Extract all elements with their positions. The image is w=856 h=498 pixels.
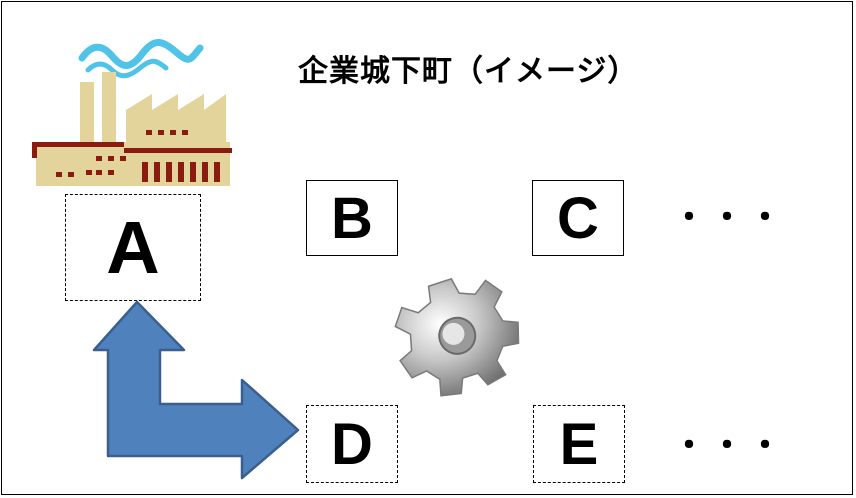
node-a-label: A — [106, 206, 160, 289]
factory-icon — [32, 39, 232, 186]
ellipsis-top: ・・・ — [672, 198, 786, 238]
node-b-label: B — [331, 185, 373, 251]
gear-icon — [394, 277, 520, 397]
diagram-title: 企業城下町（イメージ） — [298, 54, 639, 89]
corner-arrow-icon — [92, 300, 300, 480]
node-d: D — [306, 405, 398, 483]
node-d-label: D — [331, 411, 373, 477]
node-a: A — [65, 194, 201, 301]
node-c-label: C — [557, 185, 599, 251]
node-c: C — [532, 180, 624, 256]
node-e-label: E — [559, 411, 599, 477]
ellipsis-bottom: ・・・ — [672, 426, 786, 466]
node-e: E — [533, 405, 625, 483]
node-b: B — [306, 180, 398, 256]
